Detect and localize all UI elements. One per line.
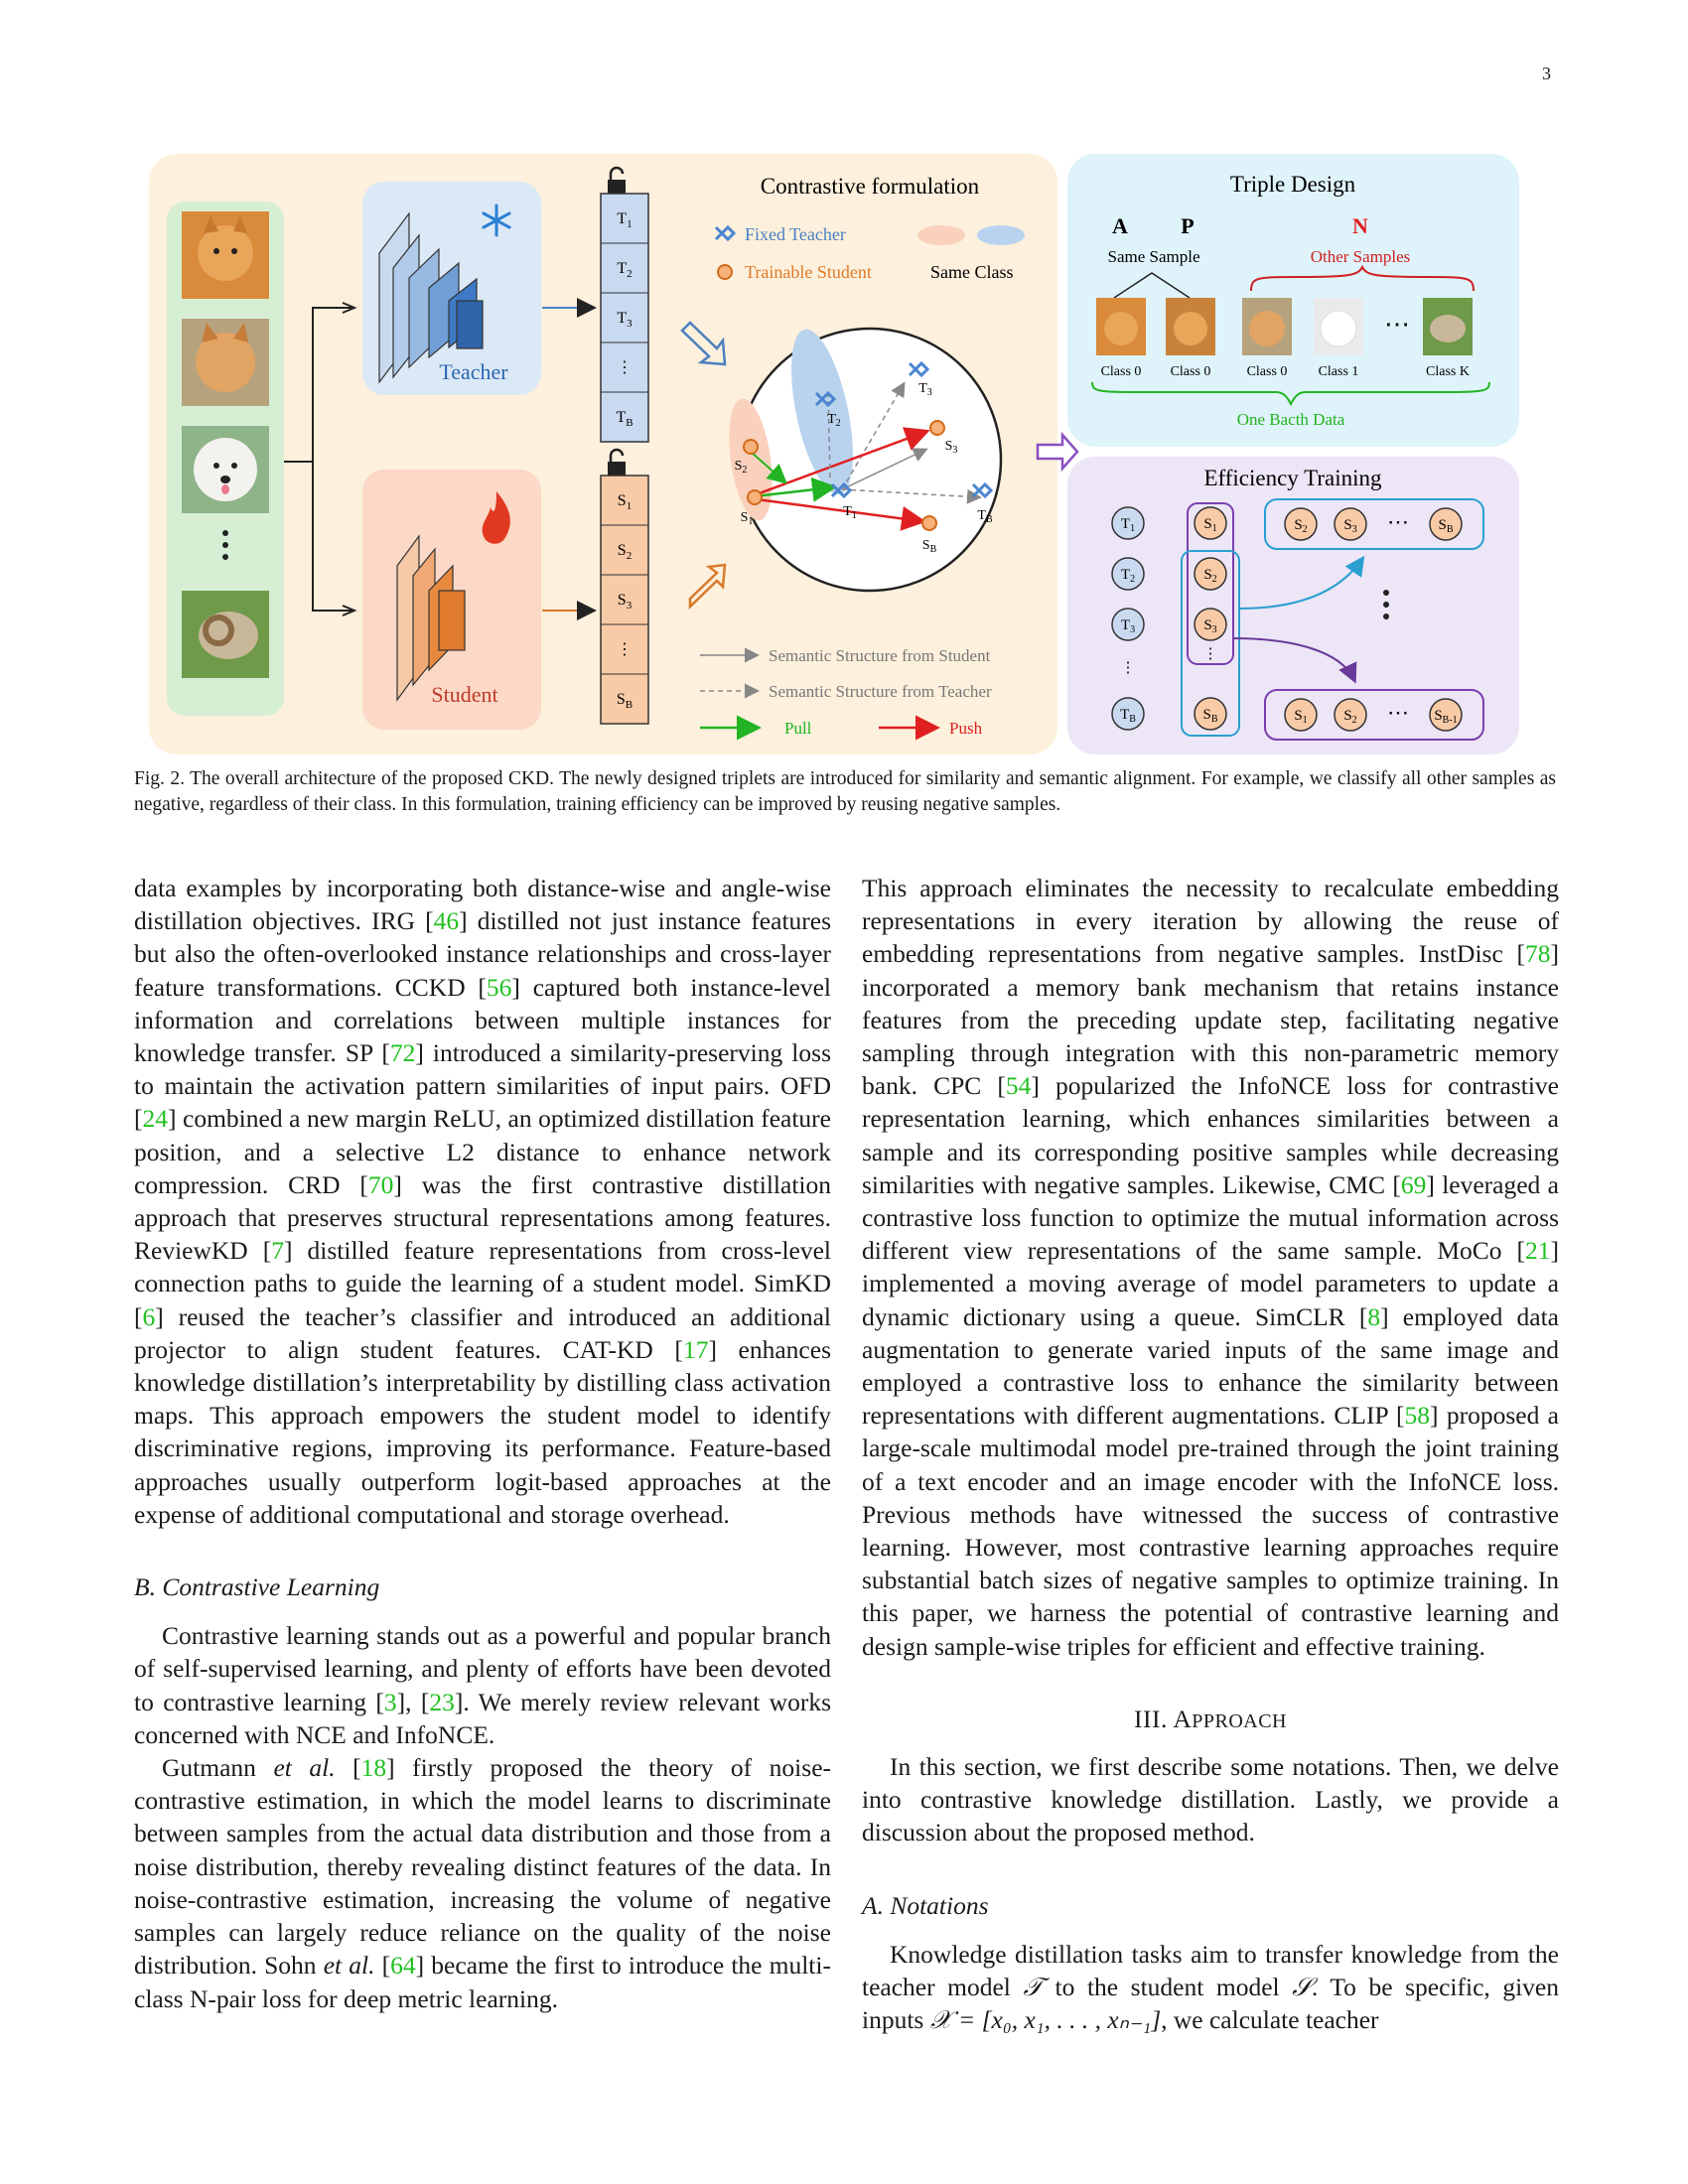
triple-a: A (1112, 213, 1128, 238)
batch-image-cat (1242, 298, 1292, 355)
same-class-legend-blue (977, 225, 1025, 245)
legend-trainable-student: Trainable Student (745, 262, 872, 282)
batch-image-dog (1314, 298, 1363, 355)
class-label-0: Class 0 (1101, 364, 1142, 379)
input-image-dog (182, 426, 269, 513)
legend-push: Push (949, 719, 983, 738)
paragraph: Gutmann et al. [18] firstly proposed the… (134, 1753, 831, 2013)
triple-title: Triple Design (1230, 172, 1356, 197)
svg-text:⋯: ⋯ (1387, 700, 1409, 725)
input-image-ram (182, 591, 269, 678)
citation-link[interactable]: 54 (1005, 1071, 1032, 1101)
paragraph: data examples by incorporating both dist… (134, 874, 832, 1529)
teacher-label: Teacher (439, 359, 508, 384)
horizontal-ellipsis-icon: ⋯ (1384, 310, 1410, 339)
citation-link[interactable]: 7 (271, 1236, 285, 1266)
one-batch-label: One Bacth Data (1237, 410, 1345, 429)
citation-link[interactable]: 72 (389, 1038, 416, 1068)
citation-link[interactable]: 6 (142, 1301, 156, 1331)
citation-link[interactable]: 24 (142, 1104, 169, 1134)
trainable-student-legend-icon (717, 264, 733, 280)
other-samples-label: Other Samples (1311, 247, 1411, 266)
citation-link[interactable]: 69 (1400, 1169, 1427, 1199)
page-number: 3 (1542, 64, 1551, 83)
student-feature-bank: S1 S2 S3 ⋮ SB (600, 475, 649, 725)
lock-icon-teacher (608, 166, 626, 194)
batch-image-ram (1423, 298, 1473, 355)
citation-link[interactable]: 23 (429, 1687, 455, 1716)
svg-text:⋮: ⋮ (1121, 660, 1136, 676)
student-to-formulation-arrow (688, 563, 727, 610)
right-column: This approach eliminates the necessity t… (862, 872, 1559, 2037)
svg-text:⋯: ⋯ (1387, 509, 1409, 534)
class-label-1: Class 0 (1171, 364, 1211, 379)
teacher-to-formulation-arrow (680, 321, 727, 366)
to-right-panels-arrow (1036, 431, 1079, 473)
lock-icon-student (608, 448, 626, 476)
batch-image-positive (1166, 298, 1215, 355)
input-image-cat-1 (182, 211, 269, 299)
citation-link[interactable]: 64 (390, 1951, 416, 1980)
citation-link[interactable]: 8 (1367, 1301, 1381, 1331)
paragraph: Knowledge distillation tasks aim to tran… (862, 1939, 1559, 2035)
section-heading: III. APPROACH (1134, 1704, 1287, 1733)
snowflake-icon (482, 204, 511, 237)
citation-link[interactable]: 17 (682, 1334, 709, 1364)
embedding-space: S2 S1 S3 SB T2 T1 T3 TB (729, 327, 1003, 593)
contrastive-title: Contrastive formulation (761, 174, 980, 199)
subsection-heading: B. Contrastive Learning (134, 1572, 380, 1602)
same-class-legend-orange (917, 225, 965, 245)
citation-link[interactable]: 56 (486, 972, 512, 1002)
paragraph: Contrastive learning stands out as a pow… (134, 1621, 832, 1749)
efficiency-student-column: S1 S2 S3 ⋮ SB (1194, 506, 1227, 731)
svg-text:⋮: ⋮ (1203, 646, 1218, 662)
citation-link[interactable]: 3 (383, 1687, 397, 1716)
input-image-cat-2 (182, 319, 269, 406)
triple-p: P (1181, 213, 1194, 238)
triple-n: N (1352, 213, 1368, 238)
triple-panel-bg (1067, 154, 1519, 447)
student-label: Student (431, 682, 497, 707)
left-column: data examples by incorporating both dist… (134, 872, 831, 2015)
citation-link[interactable]: 18 (360, 1753, 387, 1783)
legend-semantic-teacher: Semantic Structure from Teacher (769, 682, 992, 701)
paragraph: In this section, we first describe some … (862, 1752, 1559, 1847)
paragraph: This approach eliminates the necessity t… (862, 874, 1559, 1661)
citation-link[interactable]: 58 (1404, 1401, 1431, 1431)
legend-fixed-teacher: Fixed Teacher (745, 224, 846, 244)
figure-caption: Fig. 2. The overall architecture of the … (134, 768, 1556, 815)
class-label-3: Class 1 (1319, 364, 1359, 379)
negative-queue-top: S2 S3 ⋯ SB (1284, 507, 1463, 541)
vertical-ellipsis-icon (222, 530, 228, 560)
citation-link[interactable]: 46 (433, 906, 460, 936)
citation-link[interactable]: 78 (1525, 939, 1551, 969)
legend-same-class: Same Class (930, 262, 1014, 282)
batch-image-anchor (1096, 298, 1146, 355)
fixed-teacher-legend-icon (714, 224, 737, 242)
citation-link[interactable]: 21 (1525, 1236, 1551, 1266)
vertical-ellipsis-right (1383, 590, 1389, 619)
svg-text:⋮: ⋮ (617, 359, 633, 376)
efficiency-title: Efficiency Training (1203, 466, 1382, 490)
same-sample-label: Same Sample (1107, 247, 1199, 266)
negative-queue-bottom: S1 S2 ⋯ SB-1 (1284, 698, 1463, 732)
efficiency-teacher-column: T1 T2 T3 ⋮ TB (1111, 506, 1145, 731)
teacher-network (378, 211, 484, 384)
class-label-2: Class 0 (1247, 364, 1288, 379)
efficiency-panel-bg (1067, 457, 1519, 754)
legend-semantic-student: Semantic Structure from Student (769, 646, 991, 665)
subsection-heading: A. Notations (862, 1890, 989, 1920)
architecture-figure: Teacher Student T1 T2 T3 ⋮ TB S1 S2 S3 ⋮… (149, 154, 1519, 754)
citation-link[interactable]: 70 (367, 1169, 394, 1199)
class-label-4: Class K (1426, 364, 1470, 379)
fire-icon (482, 491, 510, 544)
svg-text:⋮: ⋮ (617, 641, 633, 658)
student-network (396, 534, 466, 702)
teacher-feature-bank: T1 T2 T3 ⋮ TB (600, 193, 649, 443)
legend-pull: Pull (784, 719, 812, 738)
